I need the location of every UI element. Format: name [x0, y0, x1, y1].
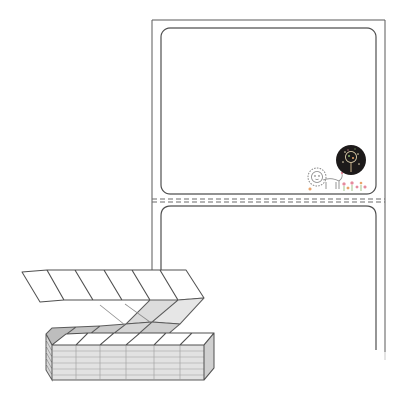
fanfold-stack-top [51, 332, 215, 381]
tree-badge-icon [336, 145, 366, 175]
fanfold-top-flap [21, 269, 205, 303]
fanfold-stack [45, 333, 205, 382]
label-2 [160, 205, 377, 350]
label-1 [160, 27, 377, 195]
flower-icon [308, 181, 367, 191]
perforation-line [152, 198, 385, 203]
